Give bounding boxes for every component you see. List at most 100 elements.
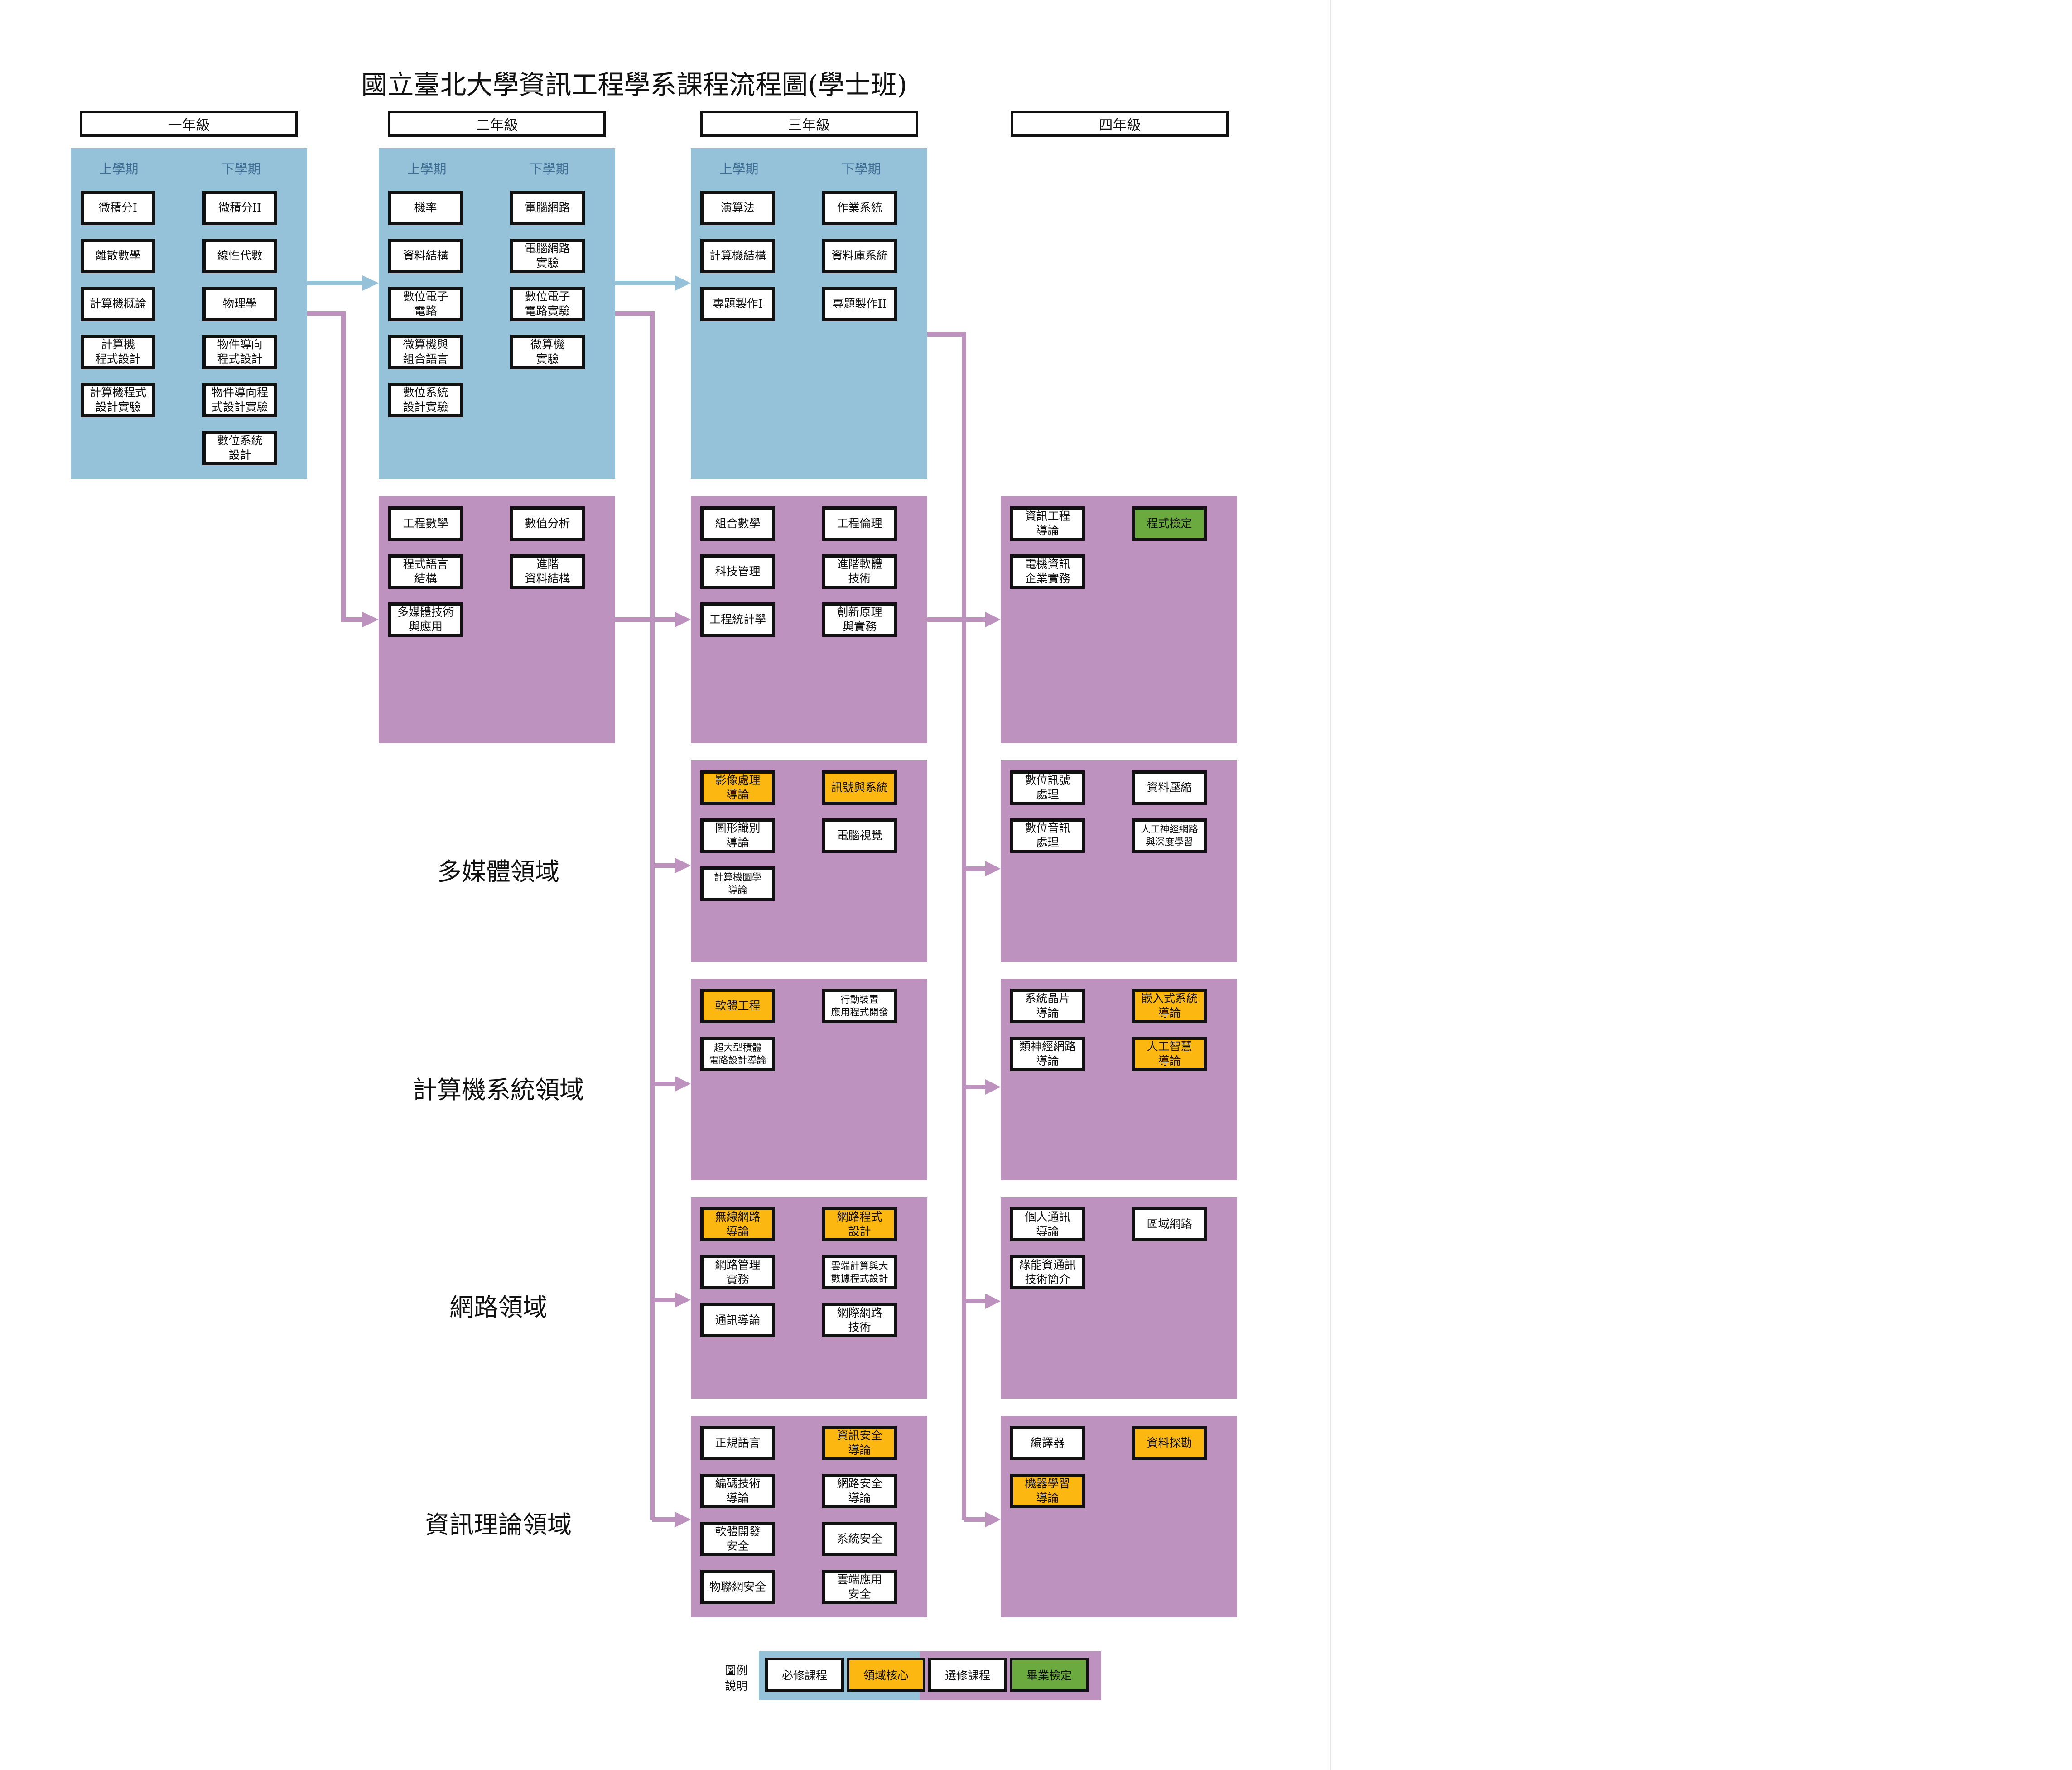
course-box: 資料壓縮	[1132, 770, 1207, 805]
course-box: 數位電子 電路	[388, 287, 463, 321]
course-box: 工程數學	[388, 506, 463, 541]
course-box: 資料結構	[388, 239, 463, 273]
grade-3-header: 三年級	[700, 111, 918, 137]
course-box: 機率	[388, 191, 463, 225]
course-box: 編碼技術 導論	[700, 1474, 775, 1508]
core-course-box: 無線網路 導論	[700, 1207, 775, 1241]
core-course-box: 訊號與系統	[822, 770, 897, 805]
arrowhead	[675, 858, 691, 873]
g3-upper-semester-label: 上學期	[719, 161, 759, 177]
arrowhead	[985, 861, 1001, 876]
arrowhead	[675, 1292, 691, 1308]
arrowhead	[675, 612, 691, 627]
course-box: 多媒體技術 與應用	[388, 602, 463, 637]
grade-2-header: 二年級	[388, 111, 606, 137]
domain-label-system: 計算機系統領域	[413, 1076, 584, 1104]
course-box: 離散數學	[81, 239, 155, 273]
course-box: 進階軟體 技術	[822, 554, 897, 589]
course-box: 行動裝置 應用程式開發	[822, 989, 897, 1023]
course-box: 資訊工程 導論	[1010, 506, 1085, 541]
course-box: 創新原理 與實務	[822, 602, 897, 637]
course-box: 系統晶片 導論	[1010, 989, 1085, 1023]
course-box: 工程統計學	[700, 602, 775, 637]
course-box: 計算機概論	[81, 287, 155, 321]
course-box: 物件導向 程式設計	[202, 335, 277, 369]
course-box: 數位音訊 處理	[1010, 818, 1085, 853]
course-box: 超大型積體 電路設計導論	[700, 1037, 775, 1071]
course-box: 專題製作II	[822, 287, 897, 321]
course-box: 網路安全 導論	[822, 1474, 897, 1508]
arrowhead	[362, 612, 379, 627]
course-box: 電機資訊 企業實務	[1010, 554, 1085, 589]
course-box: 數位電子 電路實驗	[510, 287, 585, 321]
course-box: 物聯網安全	[700, 1570, 775, 1604]
course-box: 程式語言 結構	[388, 554, 463, 589]
legend-required: 必修課程	[765, 1658, 844, 1692]
legend-label: 圖例 說明	[724, 1664, 747, 1693]
page-title: 國立臺北大學資訊工程學系課程流程圖(學士班)	[361, 69, 907, 100]
legend-elective: 選修課程	[928, 1658, 1007, 1692]
course-box: 微算機與 組合語言	[388, 335, 463, 369]
course-box: 物件導向程 式設計實驗	[202, 383, 277, 417]
course-box: 進階 資料結構	[510, 554, 585, 589]
course-box: 編譯器	[1010, 1426, 1085, 1460]
course-box: 作業系統	[822, 191, 897, 225]
g1-upper-semester-label: 上學期	[99, 161, 139, 177]
arrowhead	[985, 1079, 1001, 1095]
course-box: 資料庫系統	[822, 239, 897, 273]
course-box: 類神經網路 導論	[1010, 1037, 1085, 1071]
legend-core: 領域核心	[847, 1658, 925, 1692]
arrowhead	[985, 1294, 1001, 1309]
course-box: 計算機程式 設計實驗	[81, 383, 155, 417]
course-box: 電腦網路	[510, 191, 585, 225]
core-course-box: 影像處理 導論	[700, 770, 775, 805]
trunk-g3-to-g4	[927, 332, 966, 1520]
arrowhead	[675, 1076, 691, 1092]
course-box: 軟體開發 安全	[700, 1522, 775, 1556]
course-box: 雲端計算與大 數據程式設計	[822, 1255, 897, 1289]
legend-exam: 畢業檢定	[1010, 1658, 1089, 1692]
arrowhead	[675, 275, 691, 291]
course-box: 區域網路	[1132, 1207, 1207, 1241]
course-box: 正規語言	[700, 1426, 775, 1460]
course-box: 雲端應用 安全	[822, 1570, 897, 1604]
course-box: 綠能資通訊 技術簡介	[1010, 1255, 1085, 1289]
course-box: 微積分I	[81, 191, 155, 225]
course-box: 圖形識別 導論	[700, 818, 775, 853]
course-box: 物理學	[202, 287, 277, 321]
page-divider	[1330, 0, 1331, 1770]
core-course-box: 嵌入式系統 導論	[1132, 989, 1207, 1023]
g3-lower-semester-label: 下學期	[841, 161, 881, 177]
g2-lower-semester-label: 下學期	[529, 161, 569, 177]
course-box: 網際網路 技術	[822, 1303, 897, 1337]
course-box: 網路管理 實務	[700, 1255, 775, 1289]
domain-label-multimedia: 多媒體領域	[437, 857, 559, 886]
trunk-g2-to-g3	[615, 311, 655, 1520]
course-box: 微積分II	[202, 191, 277, 225]
course-box: 專題製作I	[700, 287, 775, 321]
legend: 必修課程 領域核心 選修課程 畢業檢定	[759, 1651, 1101, 1700]
core-course-box: 資料探勘	[1132, 1426, 1207, 1460]
course-box: 數值分析	[510, 506, 585, 541]
core-course-box: 軟體工程	[700, 989, 775, 1023]
arrow-g1-to-g2-general	[307, 311, 362, 622]
course-box: 個人通訊 導論	[1010, 1207, 1085, 1241]
course-box: 通訊導論	[700, 1303, 775, 1337]
graduation-exam-box: 程式檢定	[1132, 506, 1207, 541]
course-box: 電腦視覺	[822, 818, 897, 853]
core-course-box: 資訊安全 導論	[822, 1426, 897, 1460]
course-box: 組合數學	[700, 506, 775, 541]
grade-4-header: 四年級	[1011, 111, 1229, 137]
course-box: 數位系統 設計實驗	[388, 383, 463, 417]
domain-label-theory: 資訊理論領域	[425, 1510, 572, 1539]
course-box: 電腦網路 實驗	[510, 239, 585, 273]
core-course-box: 網路程式 設計	[822, 1207, 897, 1241]
grade-1-header: 一年級	[80, 111, 298, 137]
course-box: 工程倫理	[822, 506, 897, 541]
course-box: 微算機 實驗	[510, 335, 585, 369]
arrowhead	[675, 1512, 691, 1527]
course-box: 數位訊號 處理	[1010, 770, 1085, 805]
course-box: 人工神經網路 與深度學習	[1132, 818, 1207, 853]
